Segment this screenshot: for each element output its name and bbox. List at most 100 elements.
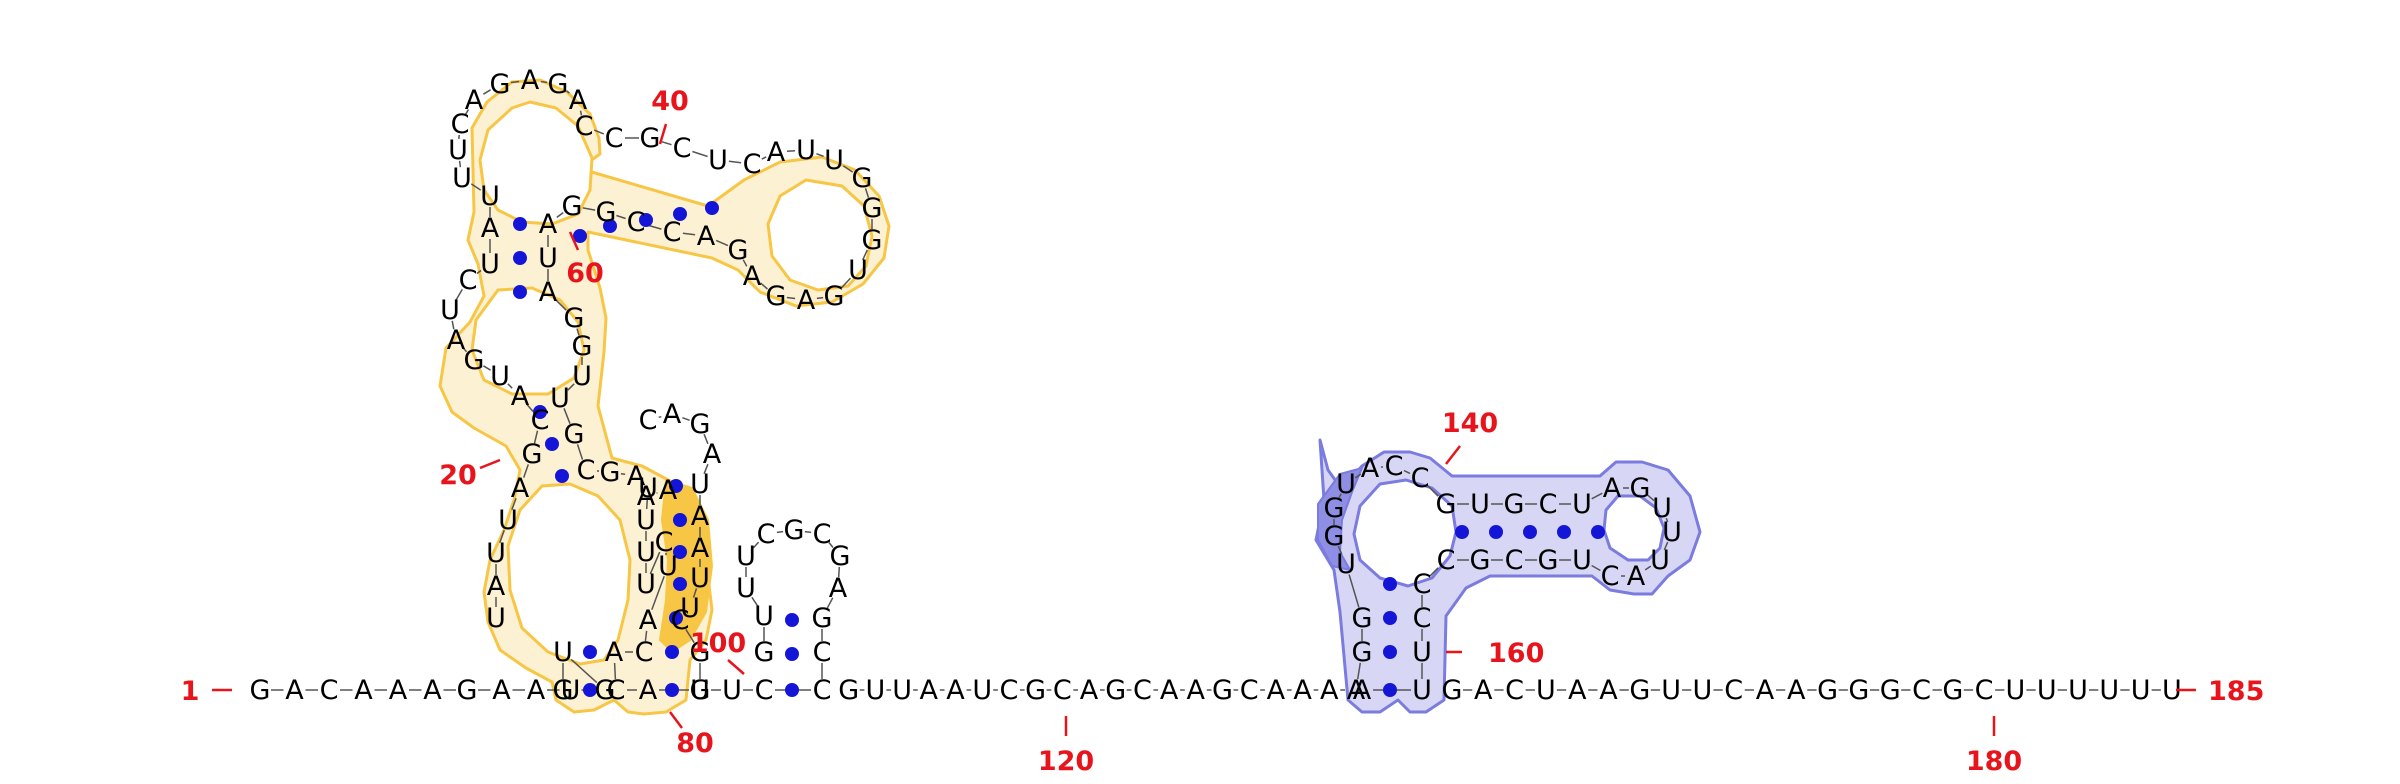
backbone-tick [470,183,482,191]
nucleotide: U [2068,675,2088,706]
nucleotide: C [673,133,692,164]
nucleotide: U [690,563,710,594]
nucleotide: A [1353,675,1372,706]
nucleotide: A [1080,675,1099,706]
nucleotide: U [480,249,500,280]
position-label-140: 140 [1442,408,1498,439]
yellow-region-highlight [658,478,714,654]
nucleotide: A [511,381,530,412]
nucleotide: U [550,383,570,414]
base-pair-dot [669,479,683,493]
nucleotide: A [1320,675,1339,706]
base-pair-dot [1523,525,1537,539]
nucleotide: C [1240,675,1259,706]
nucleotide: C [1411,463,1430,494]
nucleotide: G [1848,675,1869,706]
nucleotide: G [553,675,574,706]
nucleotide: A [492,675,511,706]
backbone-tick [620,472,626,476]
nucleotide: U [1536,675,1556,706]
position-label-40: 40 [651,86,689,117]
backbone-tick [703,433,709,445]
backbone-tick [715,239,729,247]
nucleotide: U [736,573,756,604]
nucleotide: G [728,235,749,266]
nucleotide: U [480,181,500,212]
nucleotide: G [784,515,805,546]
nucleotide: G [862,193,883,224]
backbone-tick [644,630,648,642]
nucleotide: U [690,469,710,500]
nucleotide: A [637,481,656,512]
nucleotide: U [636,505,656,536]
backbone-tick [1427,485,1439,497]
position-tick [658,123,668,145]
nucleotide: U [1572,545,1592,576]
nucleotide: U [690,675,710,706]
backbone-tick [816,152,824,158]
backbone-tick [593,129,605,135]
nucleotide: C [1912,675,1931,706]
backbone-tick [582,207,596,211]
yellow-region-loop [506,482,632,666]
base-pair-dot [545,437,559,451]
nucleotide: G [640,123,661,154]
base-pair-dot [1489,525,1503,539]
base-pair-dot [603,219,617,233]
base-pair-dot [673,577,687,591]
nucleotide: G [766,281,787,312]
nucleotide: G [1817,675,1838,706]
backbone-links [271,80,2161,691]
position-tick [479,458,501,470]
base-pair-dot [1383,645,1397,659]
backbone-tick [483,365,491,371]
nucleotide: U [722,675,742,706]
backbone-tick [651,576,665,610]
nucleotide: C [1413,569,1432,600]
nucleotide: G [1629,675,1650,706]
nucleotide: U [2162,675,2182,706]
backbone-tick [1647,494,1655,502]
nucleotide: G [1504,489,1525,520]
backbone-tick [540,80,548,84]
nucleotide: G [862,225,883,256]
base-pair-dot [513,251,527,265]
nucleotide: U [490,361,510,392]
backbone-tick [826,597,834,609]
nucleotide: C [531,405,550,436]
backbone-tick [526,404,534,412]
backbone-tick [616,214,626,220]
nucleotide: G [596,197,617,228]
nucleotide: A [743,261,762,292]
nucleotide: C [999,675,1018,706]
nucleotide: A [539,277,558,308]
nucleotide: G [1436,489,1457,520]
nucleotide: A [829,573,848,604]
backbone-tick [816,296,824,300]
nucleotide: C [320,675,339,706]
nucleotide: A [285,675,304,706]
nucleotide: A [1474,675,1493,706]
backbone-tick [1337,545,1343,555]
blue-region-highlight [1317,466,1364,572]
nucleotide: A [691,533,710,564]
nucleotide: G [548,69,569,100]
nucleotide: U [498,505,518,536]
nucleotide: C [755,675,774,706]
nucleotide: U [1412,637,1432,668]
base-pair-dot [669,611,683,625]
nucleotide: A [920,675,939,706]
nucleotide: U [1650,545,1670,576]
nucleotide: A [797,285,816,316]
nucleotide: C [1601,561,1620,592]
position-label-20: 20 [439,460,477,491]
nucleotide: U [1336,549,1356,580]
nucleotide: G [1352,603,1373,634]
nucleotide: G [564,419,585,450]
backbone-tick [570,658,598,684]
nucleotide: U [1336,469,1356,500]
position-tick [727,659,745,675]
base-pair-dot [785,613,799,627]
nucleotide: U [561,675,581,706]
base-pair-dot [785,683,799,697]
